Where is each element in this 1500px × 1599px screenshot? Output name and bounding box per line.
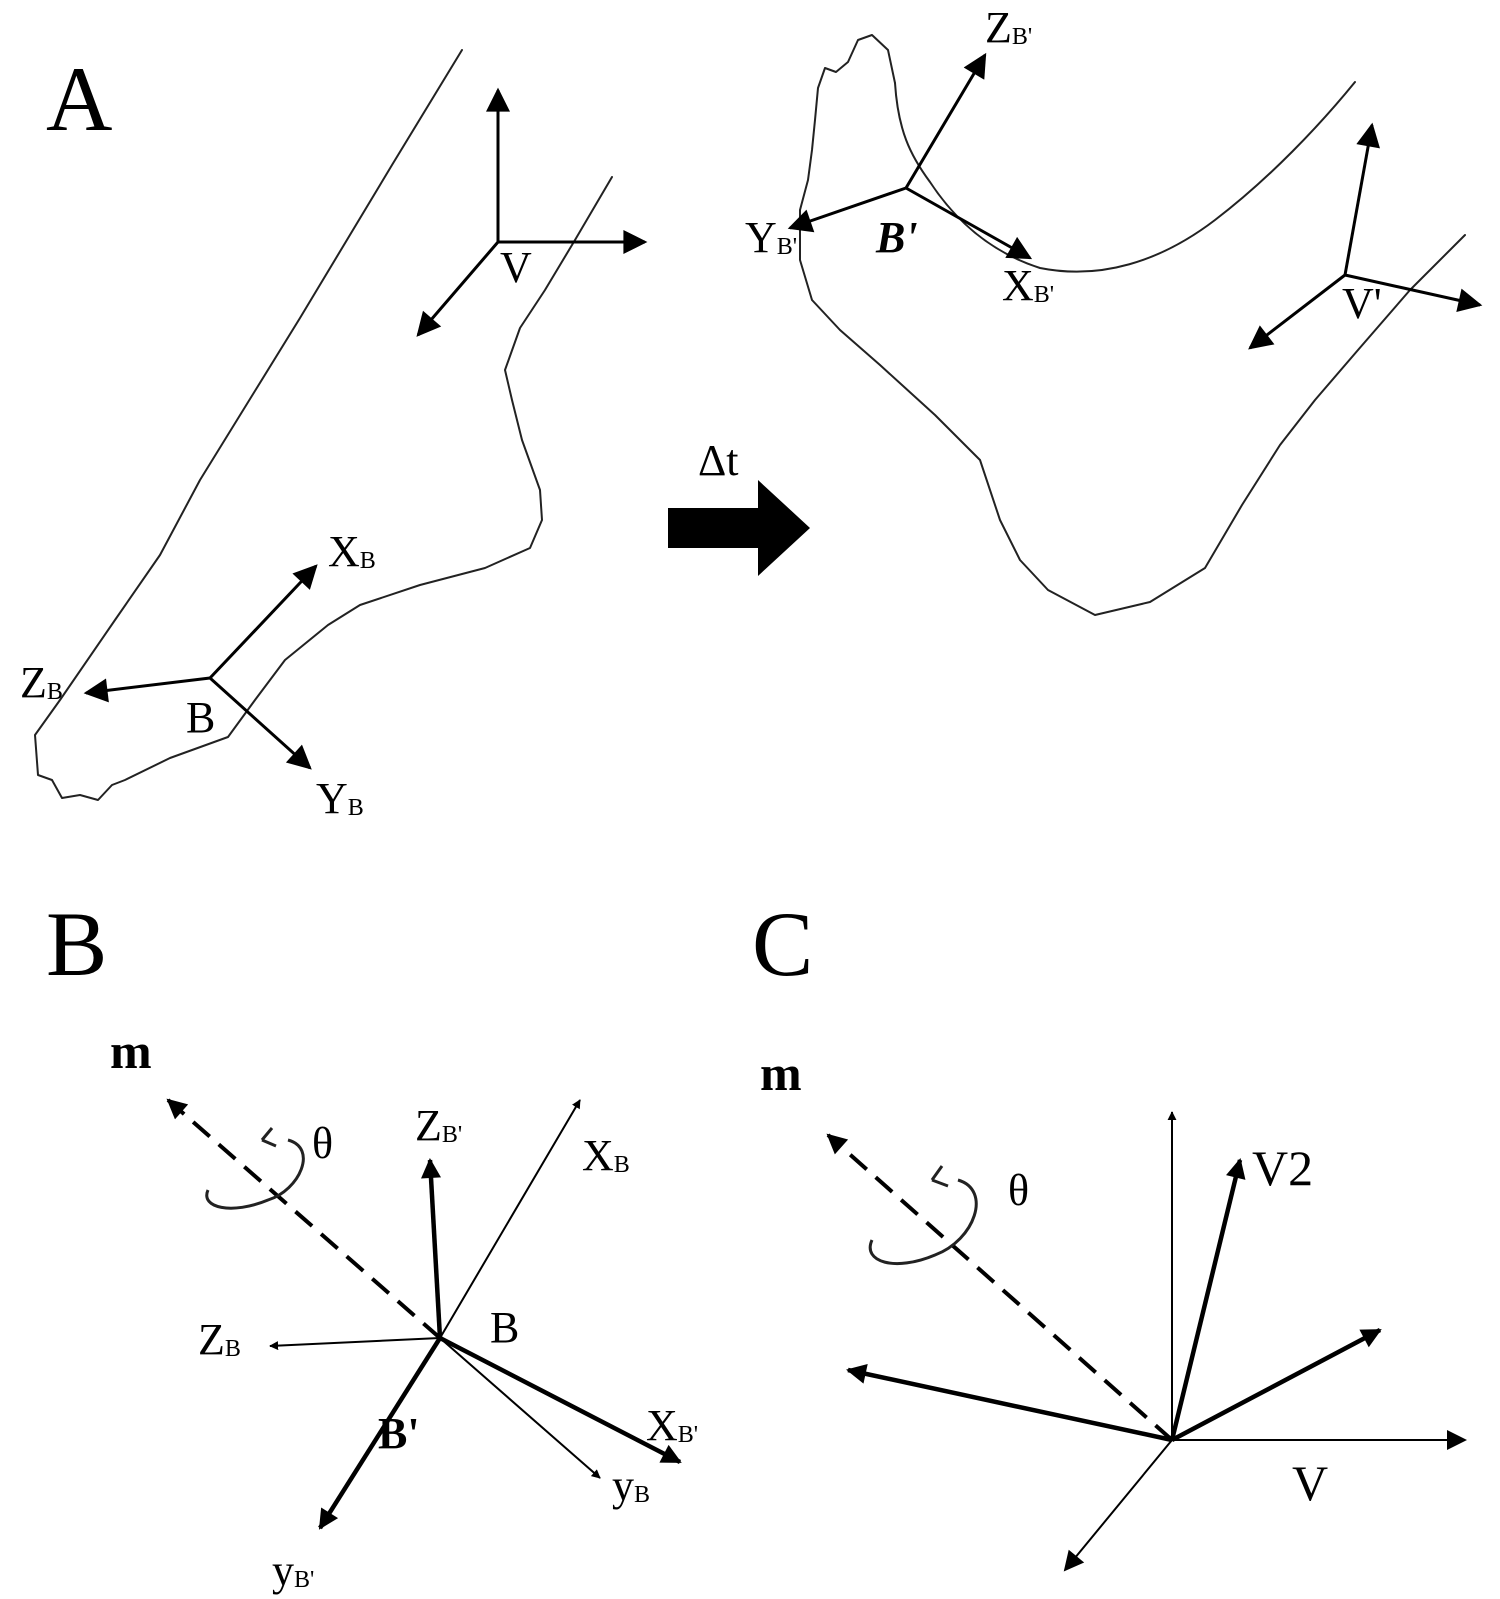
y-b-prime-arrow	[787, 186, 907, 233]
angle-theta-label-c: θ	[1008, 1166, 1029, 1215]
thick-right-arrow-icon	[668, 480, 810, 576]
panel-b-label: B	[46, 893, 107, 995]
v-label: V	[1292, 1455, 1328, 1511]
v-prime-right-arrow	[1344, 273, 1483, 313]
rotation-curl-icon-c	[868, 1178, 978, 1266]
panel-c-label: C	[752, 893, 813, 995]
v2-label: V2	[1252, 1140, 1313, 1196]
y-b-prime-axis	[318, 1336, 442, 1530]
c-left-vector	[846, 1364, 1173, 1443]
z-b-arrow	[83, 676, 211, 703]
z-b-prime-arrow	[904, 52, 987, 189]
time-step-arrow: Δt	[668, 436, 810, 576]
axis-m-arrow-b	[166, 1098, 442, 1340]
axis-m-label-c: m	[760, 1045, 802, 1101]
panel-a-label: A	[46, 48, 112, 150]
time-step-label: Δt	[698, 436, 739, 485]
z-b-prime-axis	[421, 1158, 443, 1339]
x-b-prime-label-b: XB'	[646, 1401, 698, 1450]
frame-b: B XB ZB YB	[20, 527, 376, 823]
v2-vector	[1169, 1158, 1246, 1441]
origin-b-label: B	[490, 1303, 519, 1352]
frame-b-origin-label: B	[186, 693, 215, 742]
v-diag-arrow	[416, 241, 500, 337]
v-prime-diag-arrow	[1248, 273, 1346, 350]
frame-b-prime: B' ZB' YB' XB'	[745, 3, 1054, 310]
y-b-arrow	[208, 676, 312, 770]
z-b-prime-label-b: ZB'	[415, 1101, 462, 1150]
axis-m-arrow-c	[826, 1133, 1174, 1442]
z-b-axis	[269, 1337, 441, 1351]
c-upper-right-vector	[1170, 1328, 1382, 1442]
x-b-axis	[439, 1099, 581, 1339]
z-b-label: ZB	[20, 658, 63, 707]
angle-theta-label-b: θ	[312, 1119, 333, 1168]
origin-b-prime-label: B'	[378, 1409, 420, 1458]
rotation-diagram-c: m θ V2 V	[760, 1045, 1467, 1572]
x-b-prime-arrow	[905, 186, 1033, 260]
y-b-prime-label-b: yB'	[272, 1546, 314, 1595]
y-b-label-b: yB	[612, 1461, 650, 1510]
v-prime-up-arrow	[1343, 122, 1380, 276]
rotation-diagram-b: m θ ZB' XB ZB XB' yB yB' B B'	[110, 1023, 698, 1595]
c-lower-left-vector	[1063, 1439, 1173, 1572]
x-b-prime-axis	[438, 1336, 682, 1464]
y-b-label: YB	[316, 774, 364, 823]
x-b-arrow	[208, 564, 318, 680]
x-b-label-b: XB	[582, 1131, 630, 1180]
z-b-label-b: ZB	[198, 1315, 241, 1364]
x-b-prime-label: XB'	[1002, 261, 1054, 310]
x-b-label: XB	[328, 527, 376, 576]
frame-v: V	[416, 87, 648, 337]
y-b-axis	[439, 1337, 601, 1479]
foot-outline-after	[799, 34, 1466, 616]
foot-outline-before	[34, 49, 613, 801]
frame-v-prime: V'	[1248, 122, 1483, 350]
frame-b-prime-origin-label: B'	[875, 213, 918, 262]
axis-m-label-b: m	[110, 1023, 152, 1079]
rotation-curl-icon	[205, 1138, 305, 1210]
y-b-prime-label: YB'	[745, 213, 797, 262]
frame-v-label: V	[500, 243, 532, 292]
z-b-prime-label: ZB'	[985, 3, 1032, 52]
frame-v-prime-label: V'	[1342, 279, 1382, 328]
